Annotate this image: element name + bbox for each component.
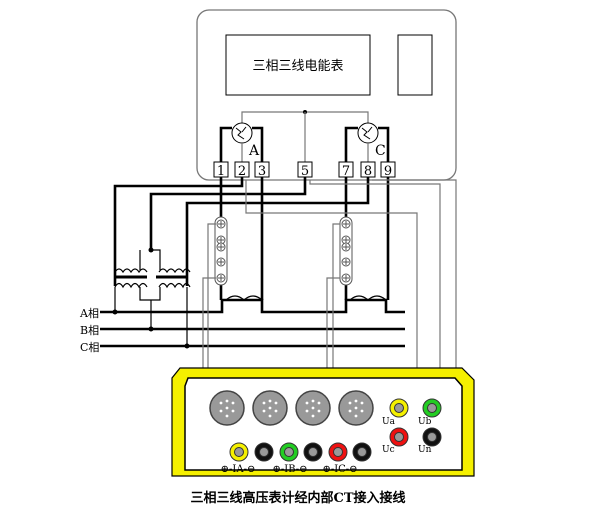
terminal-label: 8 [364,164,372,179]
terminal-label: 2 [238,164,246,179]
ct-primary [225,295,387,301]
terminal-label: 9 [384,164,392,179]
ia-label: ⊕-IA-⊖ [221,464,256,475]
meter-box [196,9,457,181]
din-connector[interactable] [295,390,331,426]
un-label: Un [418,445,432,455]
ub-label: Ub [418,417,432,427]
un-jack[interactable] [422,427,442,447]
terminal-label: 1 [217,164,225,179]
ua-jack[interactable] [389,398,409,418]
wire [185,177,370,286]
ib-plus-jack[interactable] [279,442,299,462]
uc-label: Uc [382,445,395,455]
coil-a-label: A [248,143,260,159]
meter-title: 三相三线电能表 [252,59,343,74]
din-connector[interactable] [252,390,288,426]
terminal-label: 3 [258,164,266,179]
ct-a [214,216,228,286]
ua-label: Ua [382,417,396,427]
voltage-transformer [114,249,191,346]
ia-minus-jack[interactable] [254,442,274,462]
ic-plus-jack[interactable] [328,442,348,462]
coil-c-label: C [375,143,386,159]
terminal-1: 1 [213,161,229,179]
coil-c [344,122,390,162]
meter-window [397,34,433,96]
caption: 三相三线高压表计经内部CT接入接线 [190,490,405,506]
terminal-8: 8 [360,161,376,179]
meter-display [225,34,371,96]
ic-minus-jack[interactable] [352,442,372,462]
ic-label: ⊕-IC-⊖ [322,464,357,475]
ct-c [339,216,353,286]
terminal-3: 3 [254,161,270,179]
ia-plus-jack[interactable] [229,442,249,462]
wire [113,177,244,286]
uc-jack[interactable] [389,427,409,447]
terminal-2: 2 [234,161,250,179]
terminal-7: 7 [338,161,354,179]
din-connectors [209,390,374,426]
ct-strips [214,216,353,286]
phase-b-label: B相 [80,324,99,337]
jacks [229,398,442,462]
din-connector[interactable] [209,390,245,426]
ib-label: ⊕-IB-⊖ [273,464,308,475]
wire [245,180,418,398]
phase-a-label: A相 [79,307,99,320]
terminal-9: 9 [380,161,396,179]
terminal-label: 5 [301,164,309,179]
ub-jack[interactable] [422,398,442,418]
coil-a [219,122,264,162]
ib-minus-jack[interactable] [303,442,323,462]
wire [149,177,307,250]
din-connector[interactable] [338,390,374,426]
terminal-label: 7 [342,164,350,179]
phase-a-line [100,298,405,314]
terminal-5: 5 [297,161,313,179]
phase-c-label: C相 [80,341,99,354]
